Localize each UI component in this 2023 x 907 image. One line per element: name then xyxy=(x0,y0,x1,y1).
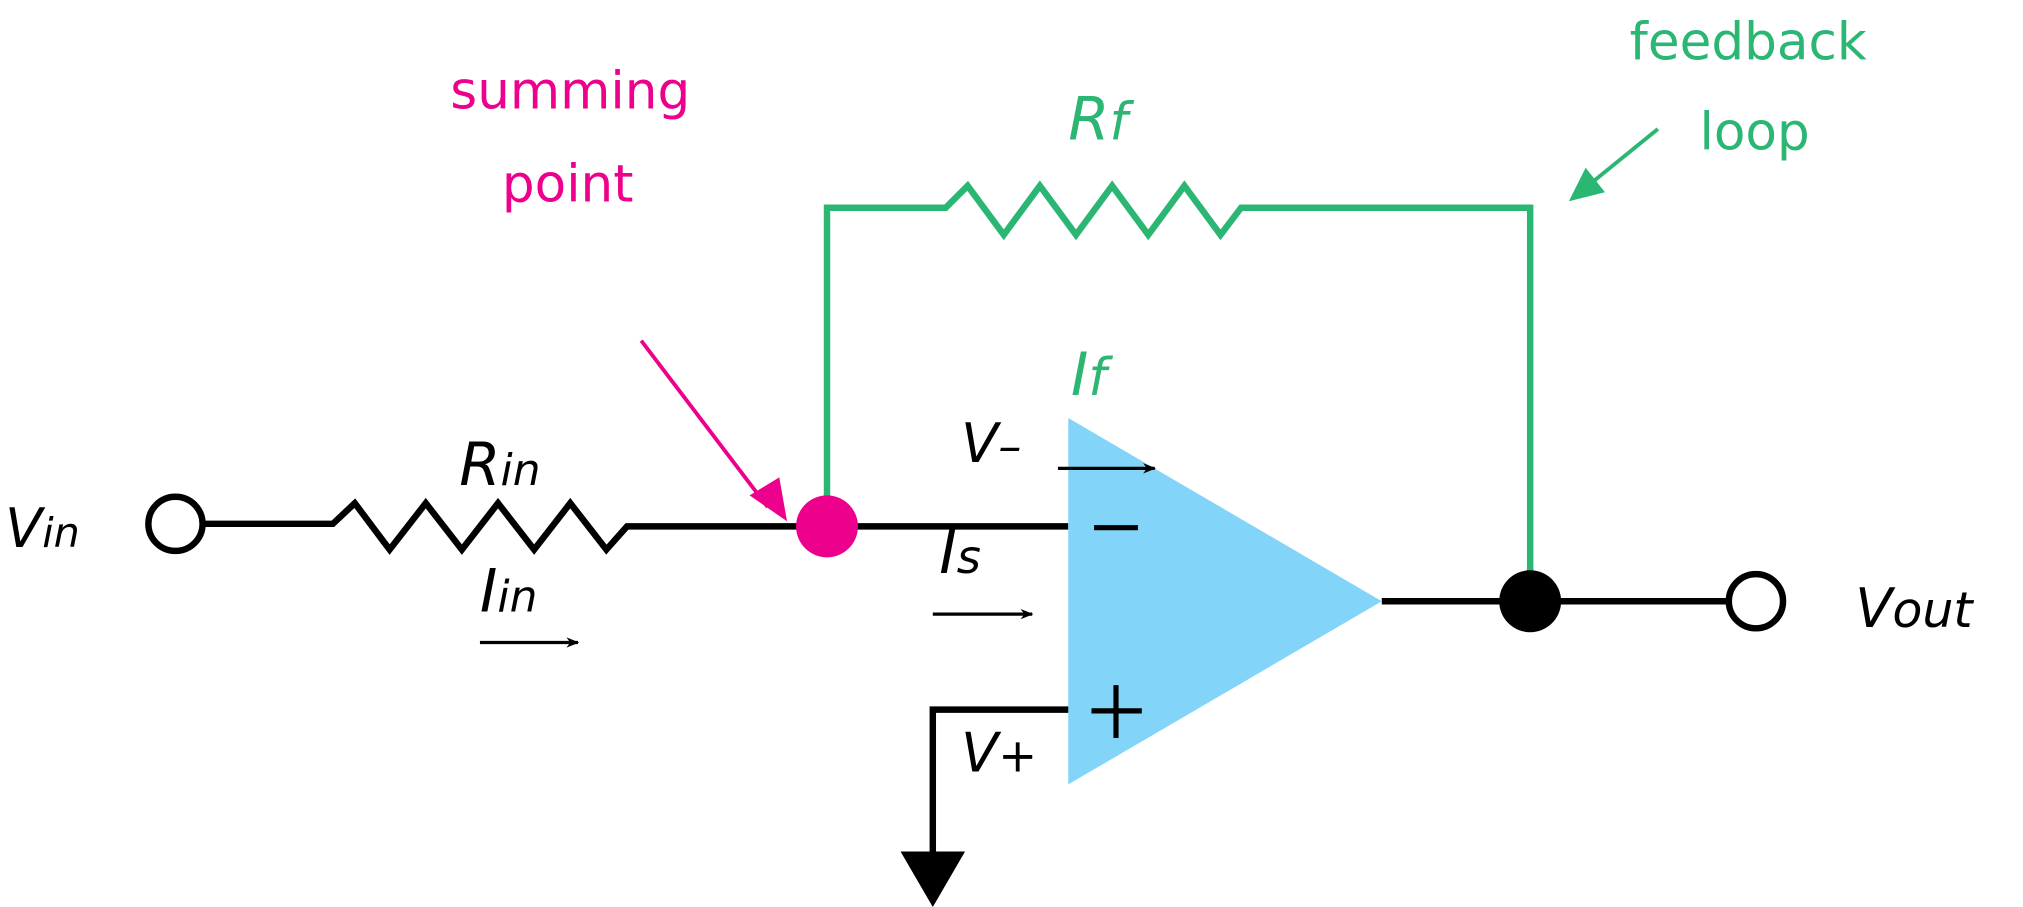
input-wire-rin xyxy=(203,497,1069,555)
summing-point-annotation-line1: summing xyxy=(450,61,690,121)
is-label: Is xyxy=(939,518,981,587)
feedback-wire xyxy=(823,180,1534,575)
rin-label: Rin xyxy=(459,430,540,499)
vout-label: Vout xyxy=(1855,577,1974,640)
rf-label: Rf xyxy=(1068,84,1134,153)
feedback-loop-annotation-line2: loop xyxy=(1700,103,1810,163)
feedback-loop-arrowhead xyxy=(1568,167,1605,202)
summing-point-pointer xyxy=(639,339,770,509)
vminus-label: V– xyxy=(961,412,1021,475)
vplus-label: V+ xyxy=(961,722,1037,785)
summing-point-annotation-line2: point xyxy=(502,154,634,214)
summing-point-node xyxy=(796,495,858,558)
opamp-triangle xyxy=(1068,418,1382,785)
vin-terminal xyxy=(145,493,206,555)
output-node xyxy=(1499,570,1562,633)
iin-label: Iin xyxy=(480,557,537,626)
vin-label: Vin xyxy=(5,497,80,560)
ground-wire xyxy=(929,706,1069,857)
vout-terminal xyxy=(1725,570,1787,632)
feedback-loop-pointer xyxy=(1588,127,1660,186)
if-label: If xyxy=(1071,340,1113,409)
ground-arrow-icon xyxy=(900,851,966,907)
feedback-loop-annotation-line1: feedback xyxy=(1630,12,1867,72)
summing-point-arrowhead xyxy=(749,477,788,522)
